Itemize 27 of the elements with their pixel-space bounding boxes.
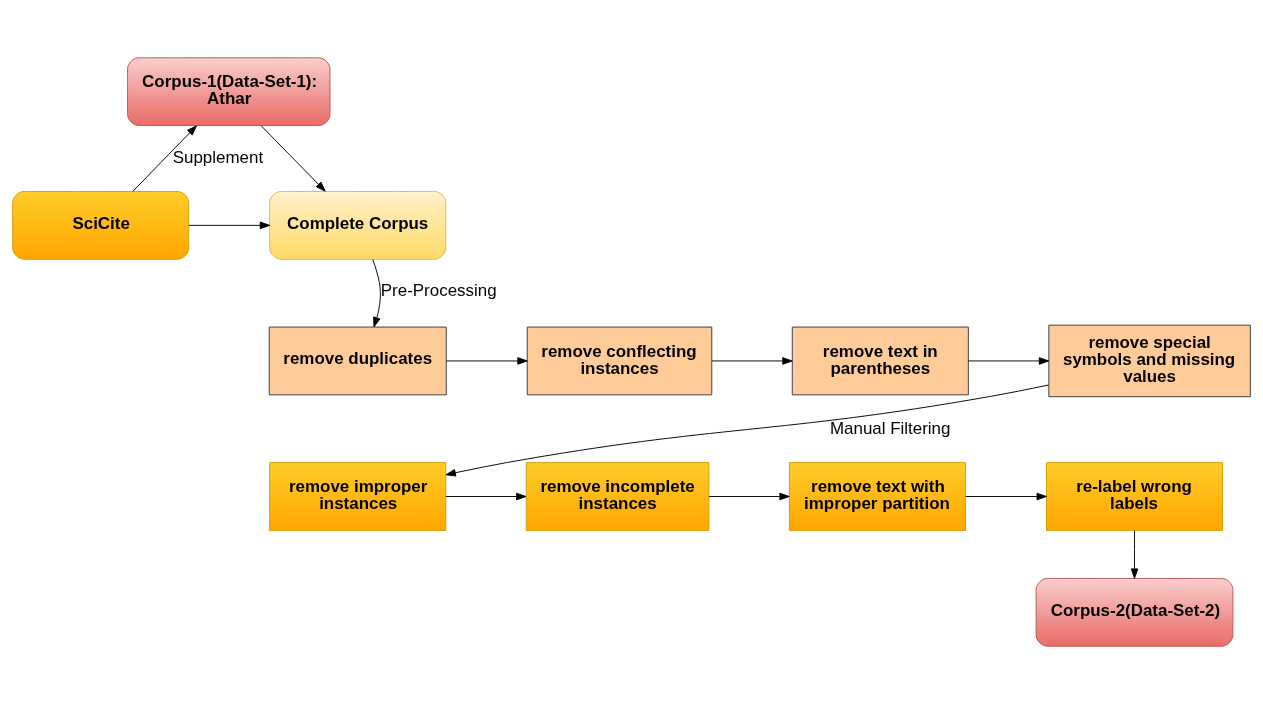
node-box: remove text in parentheses xyxy=(791,326,969,396)
edge-label: Manual Filtering xyxy=(829,418,951,438)
node-box: remove incomplete instances xyxy=(525,462,710,531)
arrow xyxy=(967,357,1050,365)
node-box: remove text with improper partition xyxy=(788,462,966,531)
arrow xyxy=(711,357,793,365)
edge-label: Supplement xyxy=(172,147,264,167)
arrow xyxy=(260,125,326,192)
node-box: remove conflecting instances xyxy=(526,326,713,396)
node-box: remove special symbols and missing values xyxy=(1048,324,1251,398)
arrow xyxy=(965,492,1047,501)
node-box: Corpus-1(Data-Set-1): Athar xyxy=(127,57,331,127)
arrow xyxy=(132,125,197,192)
arrow xyxy=(188,221,271,230)
node-box: Corpus-2(Data-Set-2) xyxy=(1035,577,1234,647)
node-box: Complete Corpus xyxy=(269,191,447,260)
edge-label: Pre-Processing xyxy=(380,281,497,301)
arrow xyxy=(708,492,790,501)
node-box: SciCite xyxy=(12,191,190,260)
arrow xyxy=(1130,530,1139,579)
arrow xyxy=(372,259,381,328)
node-box: re-label wrong labels xyxy=(1046,462,1224,531)
node-box: remove improper instances xyxy=(269,462,447,531)
arrow xyxy=(445,357,528,365)
node-box: remove duplicates xyxy=(268,326,447,396)
arrow xyxy=(445,384,1049,477)
arrow xyxy=(445,492,527,501)
